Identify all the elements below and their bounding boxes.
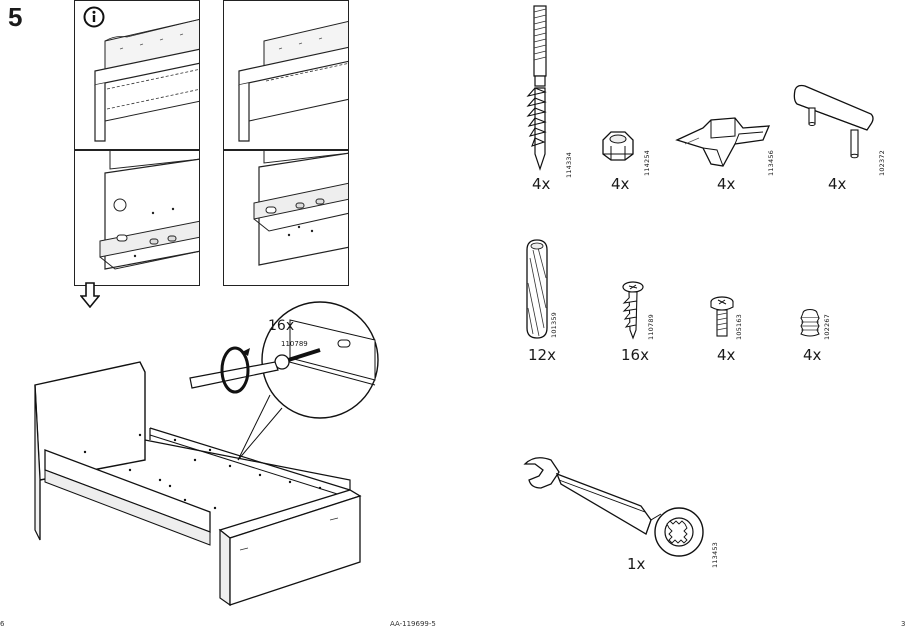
part-quantity-5: 12x bbox=[528, 346, 556, 364]
part-quantity-4: 4x bbox=[828, 175, 847, 193]
wrench-icon bbox=[521, 454, 707, 568]
info-icon bbox=[83, 6, 105, 32]
plastic-plug-icon bbox=[799, 308, 821, 342]
part-quantity-7: 4x bbox=[717, 346, 736, 364]
part-code-1: 114334 bbox=[565, 151, 573, 178]
part-quantity-6: 16x bbox=[621, 346, 649, 364]
hanger-bolt-icon bbox=[525, 4, 555, 178]
support-leg-icon bbox=[791, 82, 875, 170]
part-quantity-2: 4x bbox=[611, 175, 630, 193]
detail-panel-mattress-inside bbox=[74, 0, 200, 150]
part-code-2: 114254 bbox=[643, 149, 651, 176]
right-page-number: 3 bbox=[901, 620, 906, 628]
wood-screw-icon bbox=[621, 280, 645, 344]
machine-screw-icon bbox=[709, 295, 735, 343]
part-code-9: 113453 bbox=[711, 541, 719, 568]
wooden-dowel-icon bbox=[525, 238, 549, 344]
detail-panel-rail-high bbox=[223, 150, 349, 286]
inset-quantity: 16x bbox=[268, 318, 295, 334]
step-number: 5 bbox=[8, 2, 23, 32]
part-code-7: 105163 bbox=[735, 313, 743, 340]
part-code-3: 113456 bbox=[767, 149, 775, 176]
part-quantity-9: 1x bbox=[627, 555, 646, 573]
left-page-number: 6 bbox=[0, 620, 5, 628]
inset-part-code: 110789 bbox=[281, 340, 308, 348]
part-code-5: 101359 bbox=[550, 311, 558, 338]
part-code-8: 102267 bbox=[823, 313, 831, 340]
part-quantity-3: 4x bbox=[717, 175, 736, 193]
right-page: 114334 4x 114254 4x 113456 4x bbox=[455, 0, 910, 634]
bracket-icon bbox=[673, 116, 775, 176]
part-quantity-8: 4x bbox=[803, 346, 822, 364]
bed-frame-illustration bbox=[20, 300, 420, 614]
document-id: AA-119699-5 bbox=[390, 620, 436, 628]
detail-panel-rail-low bbox=[74, 150, 200, 286]
detail-panel-mattress-outside bbox=[223, 0, 349, 150]
part-code-6: 110789 bbox=[647, 313, 655, 340]
part-quantity-1: 4x bbox=[532, 175, 551, 193]
down-arrow-icon bbox=[79, 282, 101, 312]
part-code-4: 102372 bbox=[878, 149, 886, 176]
hex-nut-icon bbox=[599, 126, 637, 170]
left-page: 5 bbox=[0, 0, 436, 628]
